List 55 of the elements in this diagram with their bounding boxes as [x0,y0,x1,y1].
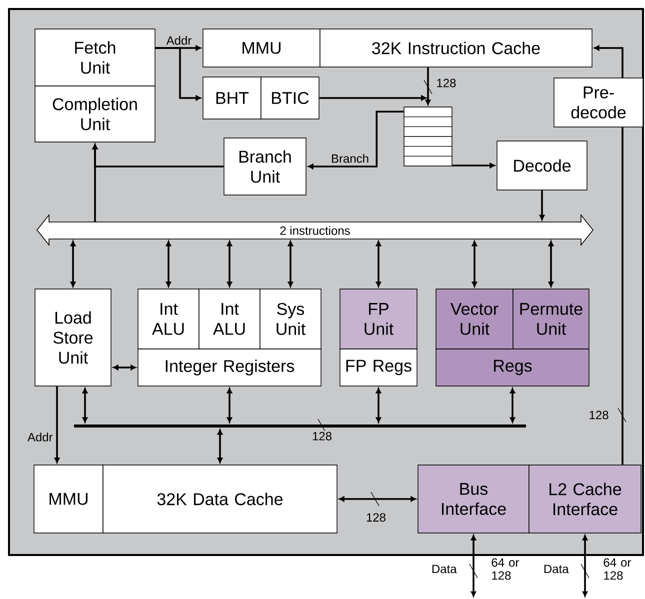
edge-label: Data [430,564,458,574]
arrow [82,388,88,423]
edge-label: Data [542,564,570,574]
unit-box: FP Unit [340,288,418,350]
unit-box: Sys Unit [260,288,322,350]
table-box: BHT [202,76,262,120]
interface-box: Bus Interface [418,464,530,534]
arrow [54,386,60,463]
table-box: BTIC [260,76,320,120]
arrow [548,240,554,287]
instruction-queue [404,106,452,166]
unit-box: Fetch Unit [34,28,156,86]
unit-box: Load Store Unit [34,288,112,386]
arrow [376,388,382,423]
unit-box: Branch Unit [224,138,306,196]
arrow [452,162,495,168]
arrow [226,240,232,287]
edge-label: 128 [588,410,610,420]
arrow [308,110,404,170]
edge-label: Addr [26,432,54,442]
arrow [217,429,223,463]
arrow [376,240,382,287]
register-box: Regs [436,348,590,386]
arrow [539,190,545,220]
arrow [425,67,431,105]
arrow [510,388,516,423]
unit-box: Permute Unit [512,288,590,350]
arrow [155,47,201,101]
unit-box: Int ALU [138,288,200,350]
mmu-box: MMU [34,464,104,534]
unit-box: Pre-decode [554,78,644,128]
interface-box: L2 Cache Interface [528,464,642,534]
edge-label: 128 [365,512,388,523]
unit-box: Vector Unit [436,288,514,350]
arrow [582,535,588,597]
unit-box: Completion Unit [34,86,156,142]
arrow [472,240,478,287]
arrow [226,388,232,423]
mmu-box: MMU [202,28,320,68]
unit-box: Decode [496,140,588,190]
arrow [470,535,476,597]
arrow [319,95,426,101]
bus-width-label: 64 or 128 [492,558,519,580]
arrow [594,45,624,78]
edge-label: 128 [435,78,458,88]
arrow [113,364,136,370]
unit-box: Int ALU [198,288,260,350]
arrow [70,240,76,287]
bus-width-label: 64 or 128 [604,558,631,580]
arrow [166,240,172,287]
arrow [288,240,294,287]
register-box: Integer Registers [138,348,322,386]
arrow [339,496,416,502]
arrow [92,144,98,222]
register-box: FP Regs [340,348,418,386]
